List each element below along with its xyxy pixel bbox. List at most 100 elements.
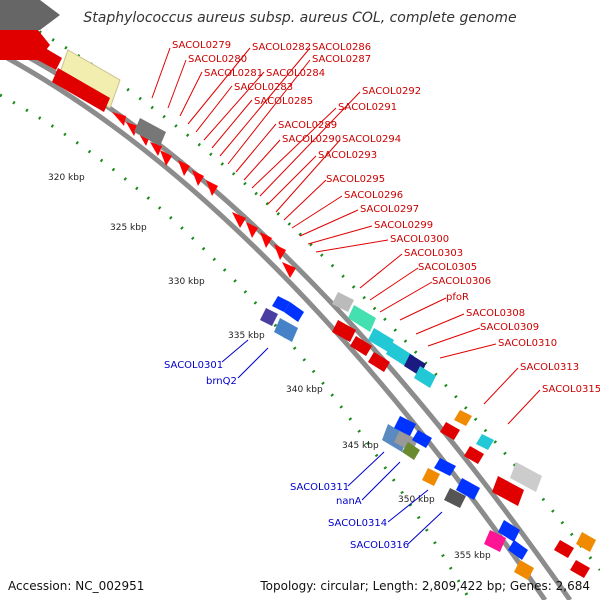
gene-label: SACOL0300: [390, 234, 449, 245]
leader-line: [483, 367, 519, 405]
leader-line: [179, 71, 203, 117]
gene-label: SACOL0306: [432, 276, 491, 287]
gene-cds-blue: [498, 520, 520, 542]
leader-line: [267, 155, 317, 205]
gene-label: SACOL0299: [374, 220, 433, 231]
gene-cds-orange: [576, 532, 596, 552]
leader-line: [399, 297, 447, 321]
leader-line: [299, 209, 359, 237]
gene-cds-olive: [402, 442, 420, 460]
leader-line: [359, 253, 403, 289]
gene-label: SACOL0296: [344, 190, 403, 201]
gene-label: SACOL0285: [254, 96, 313, 107]
gene-label: SACOL0314: [328, 518, 387, 529]
gene-cluster-right: [440, 410, 596, 578]
leader-line: [195, 85, 233, 133]
gene-block-group-top: [0, 0, 121, 112]
gene-cds-cyan: [414, 366, 436, 388]
gene-label: SACOL0301: [164, 360, 223, 371]
gene-cds-blue: [394, 416, 416, 436]
leader-line: [251, 107, 337, 189]
gene-cds-red: [332, 320, 356, 342]
leader-line: [387, 489, 429, 523]
gene-cds-red: [554, 540, 574, 558]
gene-label: SACOL0297: [360, 204, 419, 215]
gene-cds-blue: [412, 430, 432, 448]
leader-line: [307, 225, 373, 245]
kbp-tick-label: 345 kbp: [342, 441, 379, 451]
leader-line: [361, 461, 401, 501]
gene-label: SACOL0287: [312, 54, 371, 65]
gene-cds-steelblue: [274, 318, 298, 342]
kbp-tick-label: 325 kbp: [110, 223, 147, 233]
leader-line: [151, 47, 171, 99]
gene-cds-red: [492, 476, 524, 506]
gene-cds-red: [570, 560, 590, 578]
kbp-tick-label: 350 kbp: [398, 495, 435, 505]
gene-label: SACOL0293: [318, 150, 377, 161]
gene-label: SACOL0281: [204, 68, 263, 79]
gene-cds-red: [350, 336, 372, 356]
gene-cds-purple: [260, 308, 278, 326]
gene-cds-red: [368, 352, 390, 372]
gene-label: SACOL0289: [278, 120, 337, 131]
gene-cds-silver: [332, 292, 354, 312]
kbp-tick-label: 355 kbp: [454, 551, 491, 561]
gene-label: SACOL0295: [326, 174, 385, 185]
leader-line: [369, 267, 419, 301]
map-title: Staphylococcus aureus subsp. aureus COL,…: [83, 10, 517, 26]
blue-gene-labels: SACOL0301 brnQ2 SACOL0311 nanA SACOL0314…: [164, 339, 443, 551]
cds-arrows-strand: [112, 112, 296, 278]
gene-label: SACOL0311: [290, 482, 349, 493]
gene-cds-blue: [434, 458, 456, 476]
leader-line: [167, 59, 187, 109]
cds-arrow: [246, 222, 258, 238]
gene-cds-silver: [510, 462, 542, 492]
cds-arrow: [260, 232, 272, 248]
leader-line: [275, 139, 341, 213]
gene-cds-magenta: [484, 530, 506, 552]
gene-cds-cyan: [368, 328, 394, 352]
leader-line: [439, 343, 497, 359]
kbp-tick-label: 330 kbp: [168, 277, 205, 287]
gene-cds-darkgray: [444, 488, 466, 508]
gene-label: SACOL0292: [362, 86, 421, 97]
gene-cds-orange: [422, 468, 440, 486]
gene-cluster-blue: [260, 296, 534, 580]
accession-label: Accession: NC_002951: [8, 579, 145, 593]
cds-arrow: [178, 160, 190, 176]
gene-cds-blue: [272, 296, 290, 312]
gene-label: SACOL0280: [188, 54, 247, 65]
red-gene-labels: SACOL0279 SACOL0280 SACOL0281 SACOL0282 …: [151, 40, 600, 425]
gene-label: SACOL0308: [466, 308, 525, 319]
gene-cds-blue: [284, 302, 304, 322]
gene-label: nanA: [336, 496, 362, 507]
gene-cds-gray: [134, 118, 166, 146]
gene-label: SACOL0315: [542, 384, 600, 395]
cds-arrow: [192, 170, 204, 186]
leader-line: [221, 339, 249, 363]
gene-cds-orange: [514, 560, 534, 580]
leader-line: [315, 239, 389, 253]
gene-label: SACOL0316: [350, 540, 409, 551]
gene-cds-blue: [456, 478, 480, 500]
leader-line: [407, 511, 443, 545]
leader-line: [211, 99, 253, 149]
cds-arrow: [232, 212, 246, 228]
leader-line: [283, 179, 327, 221]
leader-line: [227, 59, 311, 165]
gene-label: pfoR: [446, 292, 469, 303]
cds-arrow: [274, 244, 286, 260]
kbp-tick-label: 320 kbp: [48, 173, 85, 183]
leader-line: [291, 195, 343, 229]
gene-label: SACOL0310: [498, 338, 557, 349]
gene-cds-teal: [348, 305, 376, 332]
leader-line: [415, 313, 465, 335]
gene-cds-gray: [0, 0, 60, 30]
gene-cds-red: [464, 446, 484, 464]
gene-label: SACOL0305: [418, 262, 477, 273]
gene-label: SACOL0294: [342, 134, 401, 145]
gene-cds-pale: [57, 49, 121, 109]
gene-label: SACOL0284: [266, 68, 325, 79]
